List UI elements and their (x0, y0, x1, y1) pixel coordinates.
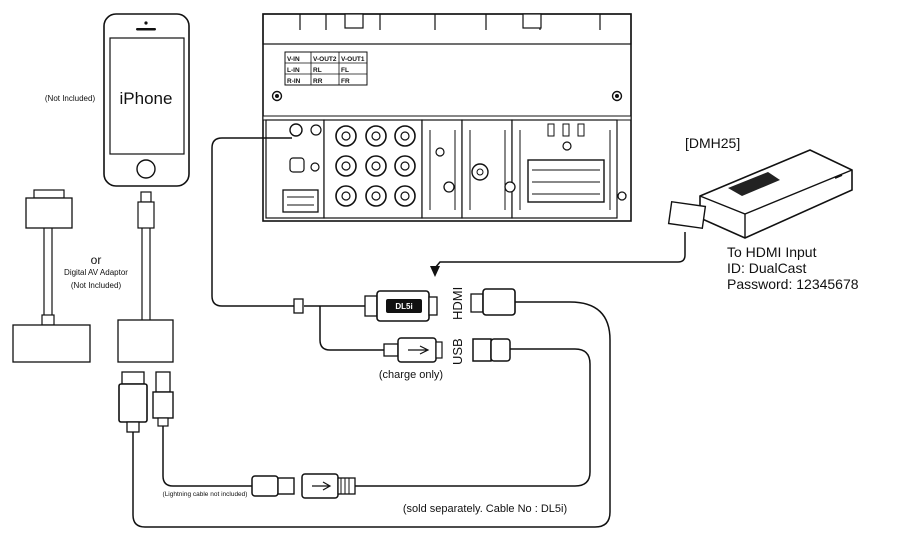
iphone-not-included-note: (Not Included) (45, 94, 96, 103)
hdmi-female-connector (470, 288, 516, 316)
label-fl: FL (341, 67, 349, 74)
dongle-title: [DMH25] (685, 135, 740, 151)
usb-label: USB (450, 338, 465, 365)
iphone-label: iPhone (120, 89, 173, 108)
label-fr: FR (341, 78, 350, 85)
label-v-out2: V-OUT2 (313, 56, 337, 63)
iphone-device: iPhone (103, 13, 190, 187)
hdmi-male-plug (364, 290, 438, 322)
hdmi-arrow-icon (430, 266, 440, 277)
charge-only-note: (charge only) (379, 369, 443, 381)
head-unit-rear-panel (262, 13, 632, 222)
label-rr: RR (313, 78, 323, 85)
usb-male-plug (383, 337, 443, 363)
adaptor-name: Digital AV Adaptor (64, 268, 128, 277)
cable-wires (132, 137, 686, 528)
adaptor-box-left (12, 324, 91, 363)
lightning-not-included-note: (Lightning cable not included) (163, 491, 248, 498)
bottom-usb-female (301, 473, 356, 499)
dmh25-dongle (667, 149, 853, 239)
adaptor-box-right (117, 319, 174, 363)
lightning-usb-plug (251, 475, 295, 497)
label-l-in: L-IN (287, 67, 300, 74)
label-r-in: R-IN (287, 78, 301, 85)
hdmi-label: HDMI (450, 287, 465, 320)
rca-jacks (335, 125, 416, 207)
dongle-id: ID: DualCast (727, 260, 806, 276)
label-rl: RL (313, 67, 322, 74)
dongle-hdmi-input: To HDMI Input (727, 244, 817, 260)
lightning-cable-to-adaptor (137, 191, 155, 320)
adaptor-not-included-note: (Not Included) (71, 281, 122, 290)
thirty-pin-cable (25, 189, 73, 326)
cable-splitter (293, 298, 304, 314)
label-v-out1: V-OUT1 (341, 56, 365, 63)
dongle-password: Password: 12345678 (727, 276, 859, 292)
port-label-table: V-IN V-OUT2 V-OUT1 L-IN RL FL R-IN RR FR (284, 51, 368, 86)
usb-female-connector (472, 338, 511, 362)
sold-separately-note: (sold separately. Cable No : DL5i) (403, 503, 567, 515)
or-label: or (91, 253, 102, 267)
label-v-in: V-IN (287, 56, 300, 63)
adaptor-lightning-plug (152, 371, 174, 427)
plug-text-dl5i: DL5i (395, 302, 412, 311)
adaptor-hdmi-plug (118, 371, 148, 433)
